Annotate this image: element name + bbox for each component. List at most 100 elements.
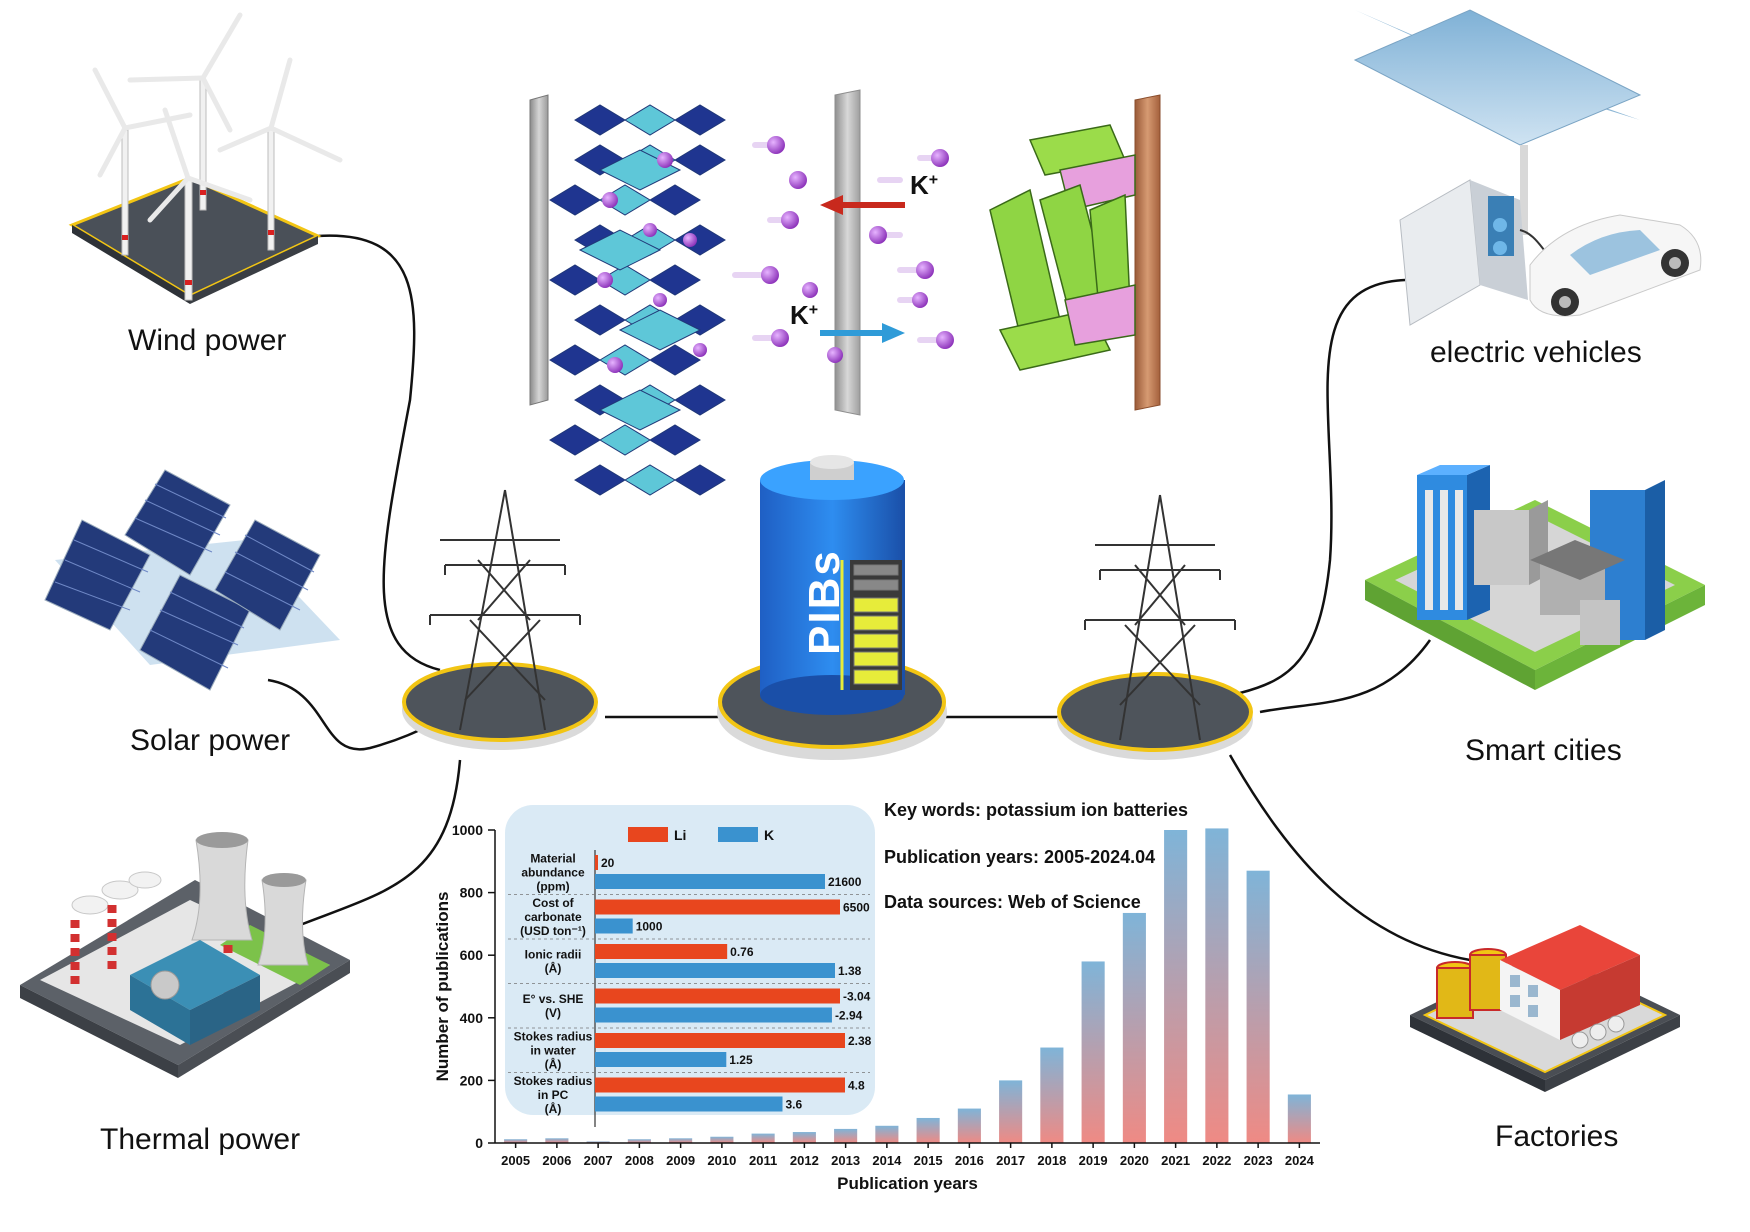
publication-bar: [1287, 1094, 1311, 1143]
ion-symbol: K: [910, 170, 929, 200]
inset-bar-li: [595, 944, 728, 959]
publication-bar: [792, 1132, 816, 1143]
inset-bar-li: [595, 988, 840, 1004]
x-tick-label: 2014: [872, 1153, 902, 1168]
ion-charge: +: [928, 171, 939, 189]
label-wind-power: Wind power: [128, 324, 287, 357]
factory-illustration: [1410, 925, 1680, 1092]
inset-bar-value: 1000: [636, 920, 663, 934]
central-battery-illustration: [717, 455, 947, 760]
publication-bar: [834, 1128, 858, 1143]
x-tick-label: 2010: [707, 1153, 736, 1168]
inset-bar-li: [595, 1033, 845, 1048]
publication-bar: [627, 1139, 651, 1143]
inset-category-label: (Å): [545, 1056, 562, 1071]
inset-bar-li: [595, 855, 598, 870]
x-tick-label: 2012: [790, 1153, 819, 1168]
inset-bar-value: 0.76: [730, 945, 754, 959]
inset-bar-value: -3.04: [843, 990, 871, 1004]
ion-flow-arrows: [820, 195, 905, 343]
wire-wind: [317, 234, 441, 672]
label-electric-vehicles: electric vehicles: [1430, 336, 1642, 369]
x-tick-label: 2019: [1079, 1153, 1108, 1168]
inset-bar-k: [595, 1007, 832, 1023]
inset-category-label: Ionic radii: [525, 947, 582, 961]
publication-bar: [957, 1108, 981, 1143]
inset-bar-value: 3.6: [786, 1098, 803, 1112]
inset-bar-k: [595, 963, 835, 978]
publication-bar: [1122, 912, 1146, 1143]
y-tick-label: 400: [460, 1010, 484, 1026]
y-tick-label: 1000: [452, 822, 483, 838]
smart-city-illustration: [1365, 465, 1705, 690]
thermal-power-illustration: [20, 832, 350, 1078]
publication-bar: [710, 1136, 734, 1143]
x-axis-title: Publication years: [837, 1174, 978, 1193]
separator: [834, 89, 861, 416]
publication-bar: [999, 1080, 1023, 1143]
wind-power-illustration: [68, 12, 343, 304]
publication-bar: [1205, 828, 1229, 1143]
y-tick-label: 0: [475, 1135, 483, 1151]
y-tick-label: 800: [460, 885, 484, 901]
inset-category-label: Stokes radius: [514, 1029, 593, 1043]
inset-category-label: Cost of: [532, 896, 574, 910]
publication-bar: [916, 1117, 940, 1143]
inset-bar-value: 6500: [843, 901, 870, 915]
inset-bar-k: [595, 1096, 783, 1112]
inset-bar-value: 2.38: [848, 1034, 872, 1048]
publication-bar: [1040, 1047, 1064, 1143]
label-factories: Factories: [1495, 1120, 1619, 1153]
x-tick-label: 2015: [914, 1153, 943, 1168]
inset-bar-k: [595, 1052, 727, 1067]
ion-label-bottom: K+: [790, 300, 818, 331]
publication-bar: [1164, 830, 1188, 1143]
inset-bar-value: 4.8: [848, 1079, 865, 1093]
solar-power-illustration: [44, 469, 340, 691]
y-tick-label: 200: [460, 1072, 484, 1088]
wire-thermal: [299, 759, 462, 927]
publication-bar: [1246, 870, 1270, 1143]
label-smart-cities: Smart cities: [1465, 734, 1622, 767]
inset-bar-value: -2.94: [835, 1009, 863, 1023]
x-tick-label: 2021: [1161, 1153, 1190, 1168]
wire-cities: [1259, 639, 1432, 714]
inset-bar-k: [595, 874, 825, 889]
y-tick-label: 600: [460, 947, 484, 963]
transmission-tower-right: [1057, 494, 1253, 760]
legend-label-k: K: [764, 827, 774, 843]
inset-category-label: Material: [530, 851, 575, 865]
publication-bar: [669, 1138, 693, 1143]
potassium-ions: [732, 136, 954, 363]
wire-solar: [267, 678, 431, 751]
publication-bar: [586, 1141, 610, 1143]
x-tick-label: 2009: [666, 1153, 695, 1168]
inset-category-label: abundance: [521, 865, 585, 879]
wire-ev: [1239, 278, 1406, 695]
inset-bar-value: 21600: [828, 875, 862, 889]
x-tick-label: 2005: [501, 1153, 530, 1168]
legend-swatch-li: [628, 827, 668, 842]
ion-battery-schematic: [529, 89, 1161, 496]
ion-charge: +: [808, 301, 819, 319]
inset-category-label: in water: [530, 1043, 576, 1057]
inset-category-label: (ppm): [536, 879, 569, 893]
battery-label: PIBs: [800, 549, 849, 655]
publication-bar: [1081, 961, 1105, 1143]
inset-category-label: carbonate: [524, 910, 582, 924]
inset-bar-li: [595, 1077, 845, 1093]
y-axis-title: Number of publications: [433, 892, 452, 1082]
inset-category-label: (V): [545, 1006, 561, 1020]
publication-bar: [545, 1138, 569, 1143]
info-publication-years: Publication years: 2005-2024.04: [884, 847, 1156, 867]
x-tick-label: 2024: [1285, 1153, 1315, 1168]
legend-label-li: Li: [674, 827, 686, 843]
x-tick-label: 2022: [1202, 1153, 1231, 1168]
power-lines: [267, 234, 1471, 962]
x-tick-label: 2007: [584, 1153, 613, 1168]
inset-category-label: (Å): [545, 1101, 562, 1116]
inset-bar-value: 1.38: [838, 964, 862, 978]
